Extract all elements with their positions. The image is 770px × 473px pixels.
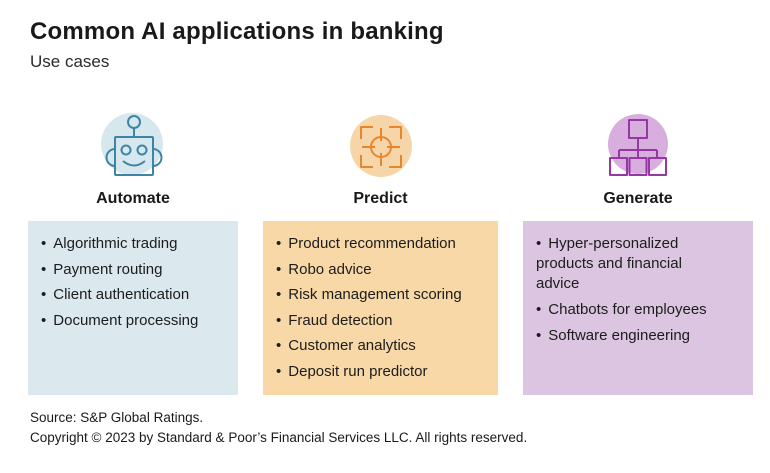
use-case-text: Software engineering xyxy=(548,327,691,344)
use-case-item: • Risk management scoring xyxy=(276,285,488,305)
figure-subtitle: Use cases xyxy=(30,52,110,71)
bullet-marker: • xyxy=(536,235,542,252)
use-case-item: • Deposit run predictor xyxy=(276,362,488,382)
use-case-item: • Algorithmic trading xyxy=(41,234,228,254)
figure-footer: Source: S&P Global Ratings. Copyright © … xyxy=(30,408,770,448)
bullet-marker: • xyxy=(276,362,282,380)
bullet-marker: • xyxy=(276,235,282,252)
use-case-item: • Robo advice xyxy=(276,260,488,280)
use-case-item: • Fraud detection xyxy=(276,311,488,331)
use-case-text: Payment routing xyxy=(53,260,163,278)
use-case-item: • Product recommendation xyxy=(276,234,488,254)
copyright-line: Copyright © 2023 by Standard & Poor’s Fi… xyxy=(30,430,528,445)
bullet-marker: • xyxy=(41,311,47,329)
use-case-text: Algorithmic trading xyxy=(53,235,178,252)
bullet-marker: • xyxy=(276,337,282,354)
use-case-list: • Algorithmic trading • Payment routing • Cli… xyxy=(41,234,228,330)
column-label-automate: Automate xyxy=(96,190,170,207)
bullet-marker: • xyxy=(276,286,282,303)
use-case-item: • Payment routing xyxy=(41,260,228,280)
bullet-marker: • xyxy=(276,311,282,329)
figure-title: Common AI applications in banking xyxy=(30,18,444,45)
use-case-columns: Automate • Algorithmic trading • Payment ro… xyxy=(28,112,770,395)
use-case-text: Chatbots for employees xyxy=(548,301,707,318)
bullet-marker: • xyxy=(41,286,47,303)
bullet-marker: • xyxy=(41,260,47,278)
use-case-item: •Hyper-personalized products and financi… xyxy=(536,234,717,294)
use-case-box-predict: • Product recommendation • Robo advice • Risk… xyxy=(263,221,498,395)
use-case-box-automate: • Algorithmic trading • Payment routing • Cli… xyxy=(28,221,238,395)
use-case-item: • Software engineering xyxy=(536,326,717,346)
bullet-marker: • xyxy=(276,260,282,278)
use-case-list: •Hyper-personalized products and financi… xyxy=(536,234,717,346)
use-case-box-generate: •Hyper-personalized products and financi… xyxy=(523,221,753,395)
column-label-generate: Generate xyxy=(603,190,673,207)
use-case-list: • Product recommendation • Robo advice • Risk… xyxy=(276,234,488,381)
column-automate: Automate • Algorithmic trading • Payment ro… xyxy=(28,112,238,395)
use-case-item: • Chatbots for employees xyxy=(536,300,717,320)
use-case-text: Deposit run predictor xyxy=(288,362,428,380)
figure-header: Common AI applications in banking Use ca… xyxy=(30,18,770,72)
hierarchy-icon xyxy=(603,112,673,182)
bullet-marker: • xyxy=(41,235,47,252)
use-case-item: • Client authentication xyxy=(41,285,228,305)
use-case-text: Customer analytics xyxy=(288,337,416,354)
column-label-predict: Predict xyxy=(353,190,408,207)
use-case-text: Robo advice xyxy=(288,260,372,278)
source-line: Source: S&P Global Ratings. xyxy=(30,410,204,425)
bullet-marker: • xyxy=(536,327,542,344)
bullet-marker: • xyxy=(536,301,542,318)
target-icon xyxy=(346,112,416,182)
use-case-text: Risk management scoring xyxy=(288,286,462,303)
use-case-text: Document processing xyxy=(53,311,199,329)
use-case-text: Fraud detection xyxy=(288,311,393,329)
use-case-text: Product recommendation xyxy=(288,235,456,252)
use-case-text: Client authentication xyxy=(53,286,190,303)
column-generate: Generate •Hyper-personalized products an… xyxy=(523,112,753,395)
use-case-item: • Document processing xyxy=(41,311,228,331)
column-predict: Predict • Product recommendation • Robo adv… xyxy=(263,112,498,395)
robot-icon xyxy=(98,112,168,182)
use-case-item: • Customer analytics xyxy=(276,336,488,356)
use-case-text: Hyper-personalized products and financia… xyxy=(536,235,682,292)
